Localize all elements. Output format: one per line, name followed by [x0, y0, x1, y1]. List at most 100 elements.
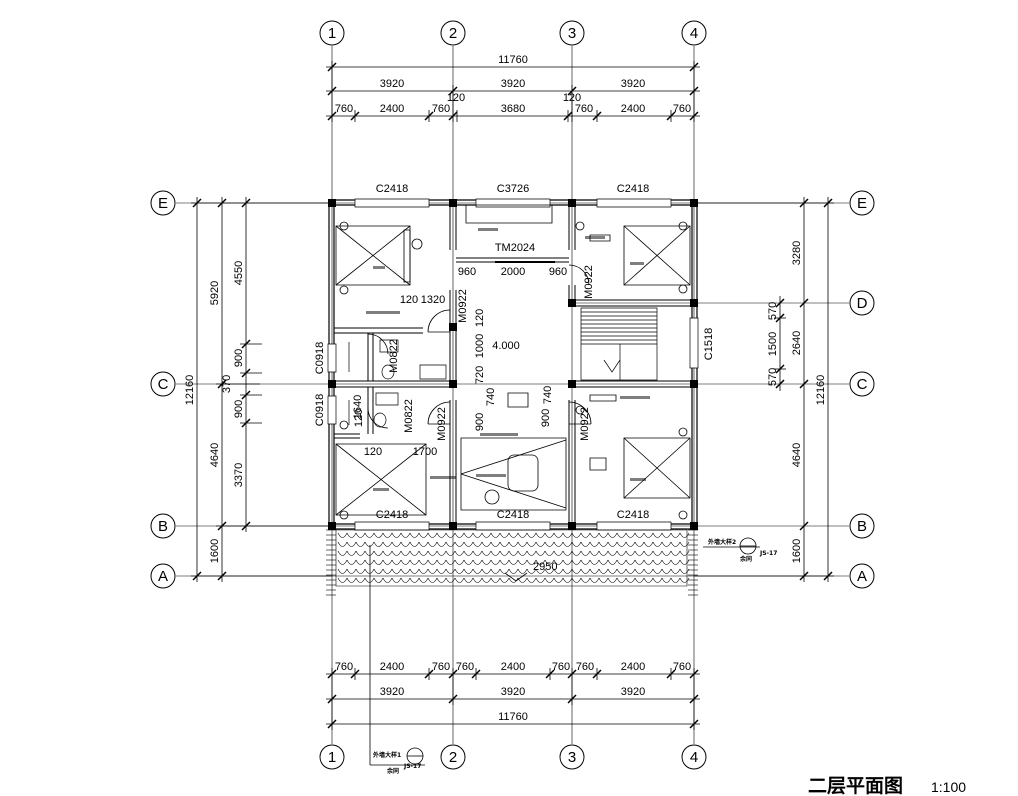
callout-right-sheet: JS-17: [759, 550, 777, 557]
top-dimension-texts: 11760 3920 3920 3920 760 2400 760 120 36…: [335, 54, 691, 115]
axis-col-3-bottom: 3: [568, 749, 576, 766]
axis-bubbles: [151, 21, 874, 769]
dim-interior: 1700: [413, 446, 437, 458]
axis-row-A-right: A: [857, 568, 867, 585]
axis-row-A-left: A: [158, 568, 168, 585]
door-label: M0922: [436, 407, 448, 441]
dim-top-detail: 2400: [621, 103, 645, 115]
axis-grid: [176, 46, 849, 744]
dim-bottom-detail: 760: [673, 661, 691, 673]
callout-bottom-sheet: JS-17: [403, 763, 421, 770]
dim-interior: 960: [458, 266, 476, 278]
door-swings: [368, 265, 591, 428]
dim-interior: 120: [364, 446, 382, 458]
callout-bottom-ref: 外墙大样1: [372, 751, 401, 759]
axis-row-C-right: C: [857, 376, 868, 393]
dim-bottom-bay-1: 3920: [380, 686, 404, 698]
bed-top-right: [624, 226, 690, 285]
door-label: M0822: [403, 399, 415, 433]
level-mark: 4.000: [492, 340, 520, 352]
right-dimensions: [694, 197, 834, 582]
dim-left-total: 12160: [184, 375, 196, 406]
roof-slope-dim: 2950: [533, 561, 557, 573]
dim-top-detail: 3680: [501, 103, 525, 115]
dim-right-outer: 2640: [791, 331, 803, 355]
dim-bottom-detail: 760: [432, 661, 450, 673]
dim-top-detail: 760: [335, 103, 353, 115]
axis-row-B-left: B: [158, 518, 168, 535]
bathroom-fixtures: [349, 340, 446, 428]
staircase: [581, 308, 657, 380]
dim-interior: 900: [540, 409, 552, 427]
drawing-scale: 1:100: [931, 779, 966, 795]
dim-right-outer: 4640: [791, 443, 803, 467]
top-dimensions: [326, 61, 700, 122]
axis-col-4-top: 4: [690, 25, 698, 42]
dim-top-bay-1: 3920: [380, 78, 404, 90]
dim-top-bay-3: 3920: [621, 78, 645, 90]
dim-right-inner: 1500: [767, 332, 779, 356]
window-label: C2418: [497, 509, 529, 521]
axis-row-D-right: D: [857, 295, 868, 312]
furniture: [336, 222, 690, 519]
dim-right-inner: 570: [767, 368, 779, 386]
dim-bottom-bay-3: 3920: [621, 686, 645, 698]
dim-bottom-total: 11760: [498, 711, 528, 723]
window-label: TM2024: [495, 242, 535, 254]
door-label: M0822: [388, 339, 400, 373]
window-label: C0918: [314, 342, 326, 374]
dim-interior: 2000: [501, 266, 525, 278]
dim-interior: 720: [474, 366, 486, 384]
dim-interior: 740: [485, 388, 497, 406]
dim-bottom-detail: 2400: [501, 661, 525, 673]
dim-bottom-detail: 2400: [621, 661, 645, 673]
hall-furniture: [461, 205, 566, 510]
drawing-title: 二层平面图: [808, 775, 903, 796]
axis-col-2-bottom: 2: [449, 749, 457, 766]
dim-left-outer: 1600: [209, 539, 221, 563]
dim-bottom-detail: 2400: [380, 661, 404, 673]
dim-bottom-detail: 760: [335, 661, 353, 673]
interior-walls: [334, 205, 692, 524]
dim-top-detail: 760: [673, 103, 691, 115]
door-label: M0922: [457, 289, 469, 323]
dim-left-inner: 370: [221, 375, 233, 393]
left-dimension-texts: 12160 5920 4640 1600 4550 900 370 900 33…: [184, 261, 245, 563]
dim-left-inner: 4550: [233, 261, 245, 285]
window-label: C0918: [314, 394, 326, 426]
dim-bottom-detail: 760: [456, 661, 474, 673]
dim-left-outer: 4640: [209, 443, 221, 467]
axis-col-4-bottom: 4: [690, 749, 698, 766]
dim-interior: 1320: [421, 294, 445, 306]
bottom-dimension-texts: 760 2400 760 760 2400 760 760 2400 760 3…: [335, 661, 691, 723]
axis-col-2-top: 2: [449, 25, 457, 42]
window-label: C1518: [703, 328, 715, 360]
dim-top-bay-2: 3920: [501, 78, 525, 90]
dim-interior: 1000: [474, 334, 486, 358]
axis-col-1-bottom: 1: [328, 749, 336, 766]
dim-right-total: 12160: [815, 375, 827, 406]
interior-dimension-labels: 960 2000 960 120 1320 120 1000 720 900 7…: [352, 266, 567, 458]
dim-bottom-bay-2: 3920: [501, 686, 525, 698]
door-label: M0922: [579, 407, 591, 441]
callout-bottom-sub: 余同: [386, 767, 399, 775]
dim-top-detail: 120: [447, 92, 465, 104]
dim-top-detail: 120: [563, 92, 581, 104]
dim-left-inner: 3370: [233, 463, 245, 487]
window-label: C3726: [497, 183, 529, 195]
dim-bottom-detail: 760: [576, 661, 594, 673]
axis-row-E-left: E: [158, 195, 168, 212]
dim-left-outer: 5920: [209, 281, 221, 305]
dim-left-inner: 900: [233, 349, 245, 367]
callout-right-sub: 余同: [739, 555, 752, 563]
dim-interior: 120: [400, 294, 418, 306]
left-dimensions: [191, 197, 332, 582]
bottom-dimensions: [326, 668, 700, 730]
window-label: C2418: [617, 509, 649, 521]
dim-bottom-detail: 760: [552, 661, 570, 673]
window-label: C2418: [376, 183, 408, 195]
dim-right-outer: 3280: [791, 241, 803, 265]
axis-col-3-top: 3: [568, 25, 576, 42]
axis-col-1-top: 1: [328, 25, 336, 42]
